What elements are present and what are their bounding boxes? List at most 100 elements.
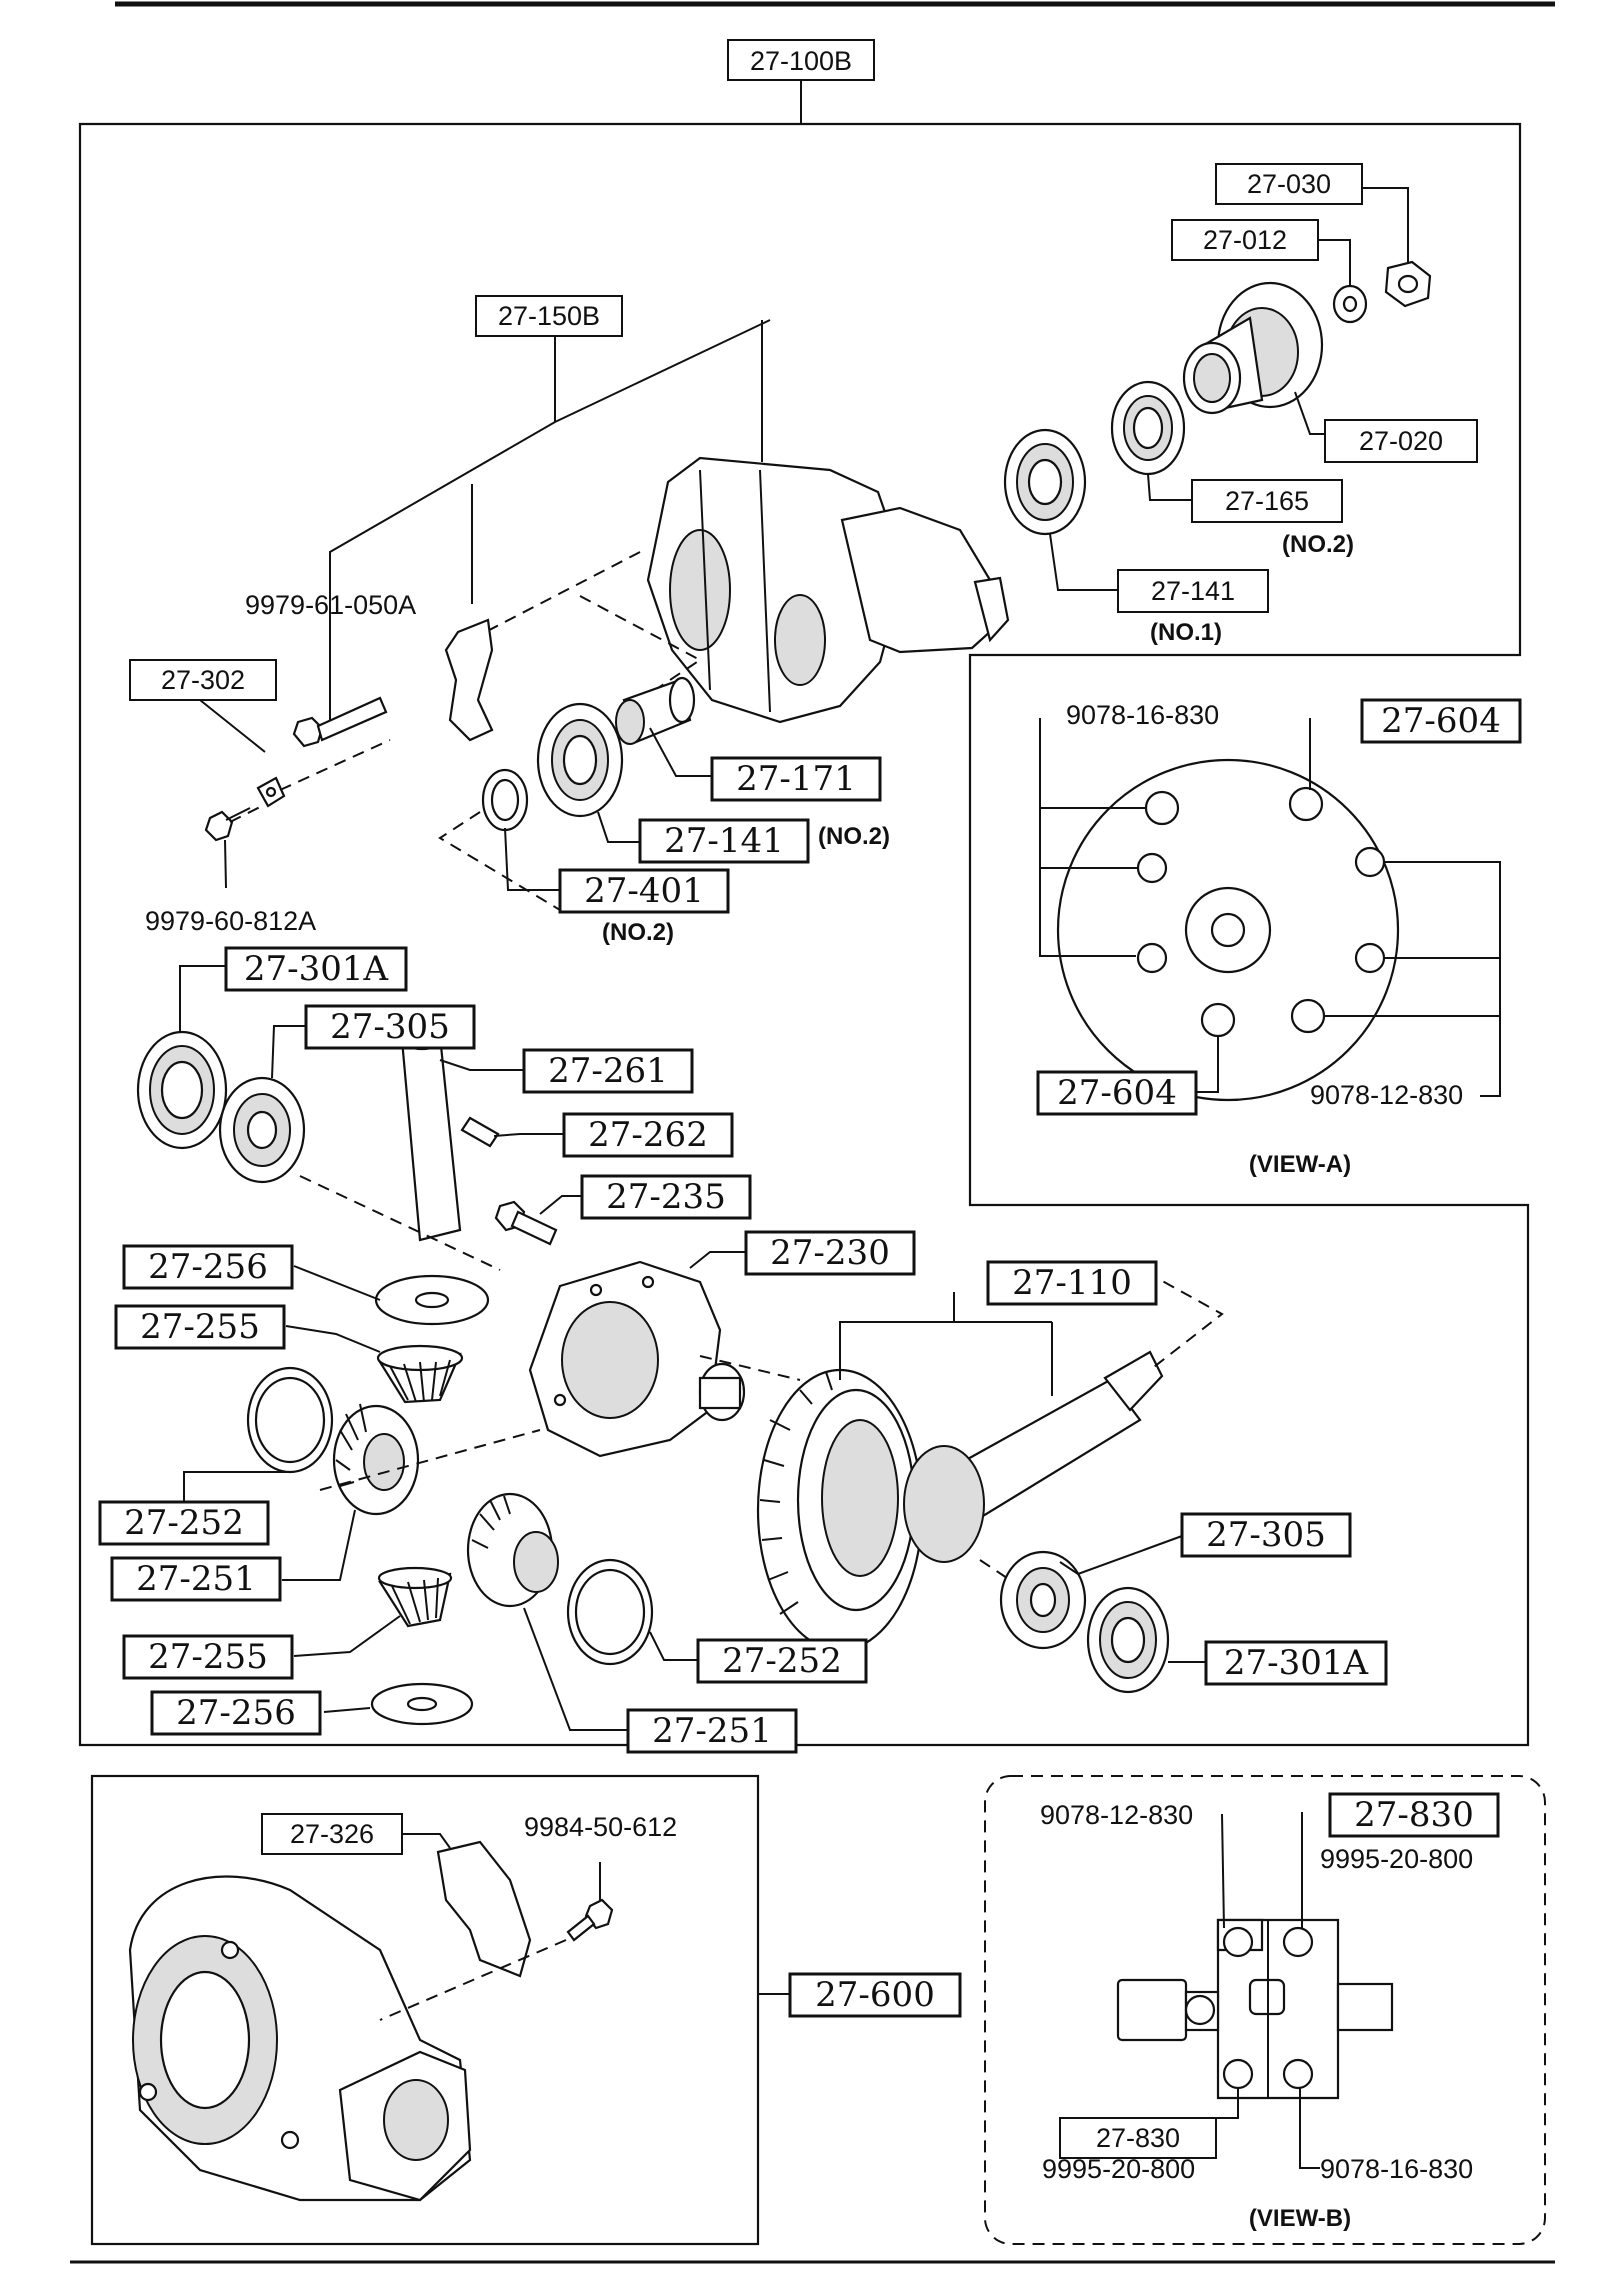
callout-b_27252b[interactable]: 27-252 — [696, 1638, 868, 1684]
callout-b_27251b[interactable]: 27-251 — [626, 1708, 798, 1754]
cap-bolt[interactable] — [292, 696, 388, 748]
part-number-label: 27-165 — [1225, 486, 1309, 516]
part-number-label: 27-255 — [148, 1637, 268, 1677]
thrust-washer-27-252-left[interactable] — [246, 1366, 334, 1474]
callout-b_27252a[interactable]: 27-252 — [98, 1500, 270, 1546]
carrier-assembly-27-600[interactable] — [128, 1875, 472, 2202]
callout-b_27150b[interactable]: 27-150B — [475, 295, 623, 337]
view-a-title: (VIEW-A) — [1249, 1151, 1351, 1178]
callout-b_27302[interactable]: 27-302 — [129, 659, 277, 701]
lock-nut-27-030[interactable] — [1384, 260, 1432, 308]
part-number-label: 27-150B — [498, 301, 600, 331]
part-number-label: 27-600 — [815, 1975, 935, 2015]
position-note: (NO.2) — [602, 919, 674, 946]
callout-b_27830b[interactable]: 27-830 — [1059, 2117, 1217, 2159]
callout-b_27830a[interactable]: 27-830 — [1328, 1792, 1500, 1838]
bearing-cap[interactable] — [444, 618, 494, 742]
adjusting-sleeve-27-171[interactable] — [615, 676, 696, 745]
part-number-text: 9995-20-800 — [1042, 2154, 1195, 2184]
washer-27-012[interactable] — [1332, 284, 1368, 324]
thrust-washer-27-256-lower[interactable] — [370, 1682, 474, 1726]
ring-gear-and-pinion-27-110[interactable] — [756, 1350, 1164, 1652]
side-gear-27-251-left[interactable] — [332, 1403, 420, 1516]
part-number-label: 27-262 — [588, 1115, 708, 1155]
callout-b_27301a[interactable]: 27-301A — [224, 946, 408, 992]
callout-b_27141a[interactable]: 27-141 — [1117, 569, 1269, 613]
view-a-drawing — [1039, 718, 1501, 1102]
view-b-drawing — [1116, 1812, 1394, 2169]
callout-b_27401[interactable]: 27-401 — [558, 868, 730, 914]
part-number-label: 27-012 — [1203, 225, 1287, 255]
part-number-label: 27-256 — [148, 1247, 268, 1287]
part-number-text: 9078-16-830 — [1066, 700, 1219, 730]
thrust-washer-27-256-upper[interactable] — [374, 1274, 490, 1326]
oil-seal-27-301a-left[interactable] — [136, 1030, 228, 1150]
carrier-housing-27-150b[interactable] — [646, 456, 1010, 724]
callout-b_27165[interactable]: 27-165 — [1191, 479, 1343, 523]
pinion-gear-27-255-upper[interactable] — [376, 1344, 464, 1404]
callout-b_27262[interactable]: 27-262 — [562, 1112, 734, 1158]
companion-flange-27-020[interactable] — [1182, 281, 1324, 415]
position-note: (NO.2) — [1282, 531, 1354, 558]
part-number-label: 27-261 — [548, 1051, 668, 1091]
lock-pin-27-262[interactable] — [460, 1116, 500, 1148]
oil-seal-27-401[interactable] — [481, 768, 529, 832]
view-b-frame — [984, 1775, 1546, 2245]
part-number-label: 27-171 — [736, 759, 856, 799]
callout-b_27171[interactable]: 27-171 — [710, 756, 882, 802]
callout-b_27301b[interactable]: 27-301A — [1204, 1640, 1388, 1686]
callout-b_27261[interactable]: 27-261 — [522, 1048, 694, 1094]
oil-seal-27-165[interactable] — [1110, 380, 1186, 476]
callout-b_27110[interactable]: 27-110 — [986, 1260, 1158, 1306]
callout-b_27600[interactable]: 27-600 — [788, 1972, 962, 2018]
part-number-label: 27-255 — [140, 1307, 260, 1347]
callout-b_27256a[interactable]: 27-256 — [122, 1244, 294, 1290]
bearing-27-305-left[interactable] — [218, 1076, 306, 1184]
part-number-text: 9078-12-830 — [1040, 1800, 1193, 1830]
callout-b_27305b[interactable]: 27-305 — [1180, 1512, 1352, 1558]
callout-b_27305a[interactable]: 27-305 — [304, 1004, 476, 1050]
bearing-27-305-right[interactable] — [999, 1550, 1087, 1650]
bolt-9984-50-612[interactable] — [566, 1898, 614, 1942]
part-number-label: 27-401 — [584, 871, 704, 911]
callout-b_27604a[interactable]: 27-604 — [1360, 698, 1522, 744]
part-number-label: 27-305 — [1206, 1515, 1326, 1555]
callout-b_27012[interactable]: 27-012 — [1171, 219, 1319, 261]
callout-b_27255b[interactable]: 27-255 — [122, 1634, 294, 1680]
callout-b_27604b[interactable]: 27-604 — [1036, 1070, 1198, 1116]
thrust-washer-27-252-right[interactable] — [566, 1558, 654, 1666]
dashed-assembly-guide-2 — [229, 739, 391, 823]
part-number-label: 27-252 — [722, 1641, 842, 1681]
lock-plate-bolt[interactable] — [204, 807, 251, 842]
oil-seal-27-301a-right[interactable] — [1086, 1586, 1170, 1694]
leaders-lower-left — [379, 1833, 790, 2021]
part-number-text: 9979-61-050A — [245, 590, 416, 620]
callout-b_27141b[interactable]: 27-141 — [638, 818, 810, 864]
pinion-gear-27-255-lower[interactable] — [377, 1566, 453, 1628]
lock-plate-27-302[interactable] — [256, 776, 286, 808]
pinion-shaft-27-261[interactable] — [400, 1029, 462, 1242]
assembly-callout[interactable]: 27-100B — [727, 39, 875, 124]
leaders-differential — [179, 965, 1224, 1731]
callout-b_27326[interactable]: 27-326 — [261, 1813, 403, 1855]
callout-b_27256b[interactable]: 27-256 — [150, 1690, 322, 1736]
callout-b_27235[interactable]: 27-235 — [580, 1174, 752, 1220]
part-number-label: 27-110 — [1012, 1263, 1132, 1303]
part-number-label: 27-305 — [330, 1007, 450, 1047]
callout-b_27030[interactable]: 27-030 — [1215, 163, 1363, 205]
callout-b_27251a[interactable]: 27-251 — [110, 1556, 282, 1602]
part-number-label: 27-030 — [1247, 169, 1331, 199]
part-number-label: 27-230 — [770, 1233, 890, 1273]
bearing-27-141-no1[interactable] — [1003, 428, 1087, 536]
callout-b_27255a[interactable]: 27-255 — [114, 1304, 286, 1350]
callout-b_27020[interactable]: 27-020 — [1324, 419, 1478, 463]
differential-case-27-230[interactable] — [528, 1260, 746, 1458]
part-number-label: 27-604 — [1381, 701, 1501, 741]
part-number-label: 27-830 — [1096, 2123, 1180, 2153]
part-number-label: 27-256 — [176, 1693, 296, 1733]
callout-b_27230[interactable]: 27-230 — [744, 1230, 916, 1276]
ring-gear-bolt-27-235[interactable] — [494, 1200, 558, 1246]
plate-27-326[interactable] — [436, 1840, 532, 1978]
bearing-27-141-no2[interactable] — [536, 702, 624, 818]
side-gear-27-251-lower[interactable] — [466, 1492, 559, 1608]
